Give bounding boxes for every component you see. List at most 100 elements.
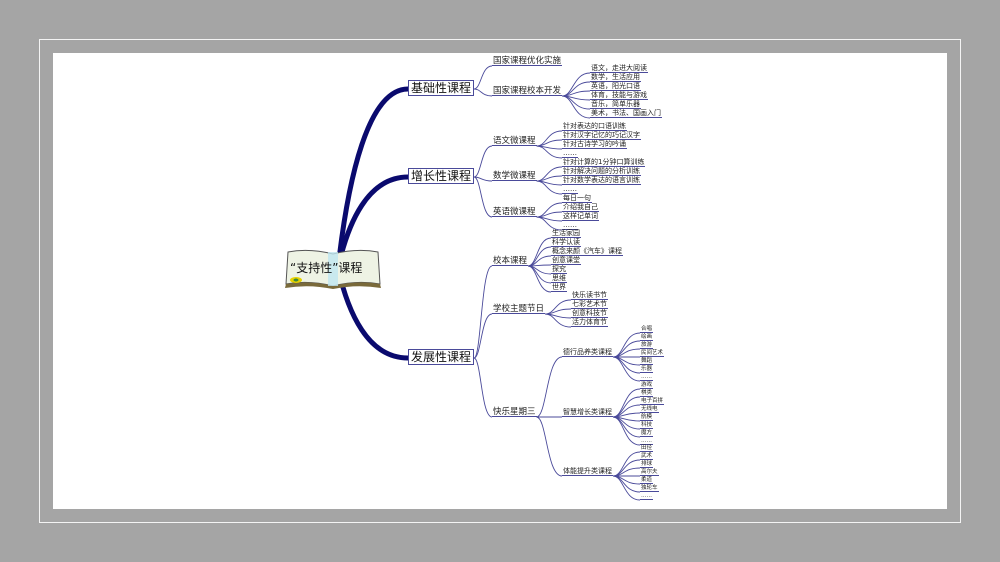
branch-connector [545, 308, 572, 315]
branch-connector [612, 451, 641, 477]
leaf-node[interactable]: 思维 [551, 274, 567, 283]
leaf-node[interactable]: 探究 [551, 265, 567, 274]
branch-connector [536, 202, 563, 218]
branch-connector [536, 145, 563, 159]
leaf-node[interactable]: 生活家园 [551, 229, 581, 238]
branch-connector [473, 357, 493, 418]
leaf-node[interactable]: 快乐读书节 [571, 291, 608, 300]
sub-branch-node[interactable]: 语文微课程 [492, 135, 537, 146]
leaf-node[interactable]: 科学认读 [551, 238, 581, 247]
leaf-node[interactable]: 合唱 [640, 325, 654, 333]
leaf-node[interactable]: 乐器 [640, 365, 654, 373]
leaf-node[interactable]: 德行品养类课程 [562, 348, 613, 357]
leaf-node[interactable]: 针对汉字记忆的巧记汉字 [562, 131, 641, 140]
sub-branch-node[interactable]: 英语微课程 [492, 206, 537, 217]
leaf-node[interactable]: 针对表达的口语训练 [562, 122, 627, 131]
leaf-node[interactable]: 音乐，简单乐器 [590, 100, 641, 109]
branch-connector [536, 356, 563, 418]
leaf-node[interactable]: …… [640, 373, 653, 381]
leaf-node[interactable]: 排球 [640, 460, 654, 468]
leaf-node[interactable]: 棋类 [640, 389, 654, 397]
main-branch-node[interactable]: 增长性课程 [408, 168, 475, 184]
branch-connector [536, 175, 563, 182]
leaf-node[interactable]: …… [562, 221, 578, 230]
branch-connector [536, 211, 563, 218]
leaf-node[interactable]: 针对古诗学习的吟诵 [562, 140, 627, 149]
branch-connector [561, 95, 591, 119]
leaf-node[interactable]: 旅游 [640, 341, 654, 349]
branch-connector [473, 145, 493, 178]
leaf-node[interactable]: 创意课堂 [551, 256, 581, 265]
sub-branch-node[interactable]: 国家课程优化实施 [492, 55, 563, 66]
leaf-node[interactable]: 柔道 [640, 476, 654, 484]
main-branch-connector [335, 86, 409, 269]
leaf-node[interactable]: 七彩艺术节 [571, 300, 608, 309]
branch-connector [474, 176, 493, 182]
branch-connector [527, 237, 552, 267]
sub-branch-node[interactable]: 国家课程校本开发 [492, 85, 563, 96]
branch-connector [561, 95, 591, 110]
slide-frame [39, 39, 961, 523]
branch-connector [473, 65, 493, 90]
leaf-node[interactable]: 针对计算的1分钟口算训练 [562, 158, 646, 167]
leaf-node[interactable]: 每日一句 [562, 194, 592, 203]
branch-connector [536, 416, 563, 477]
leaf-node[interactable]: …… [562, 185, 578, 194]
main-branch-node[interactable]: 基础性课程 [408, 80, 475, 96]
leaf-node[interactable]: 航模 [640, 413, 654, 421]
leaf-node[interactable]: 电子百拼 [640, 397, 665, 405]
leaf-node[interactable]: …… [640, 437, 653, 445]
leaf-node[interactable]: 这样记单词 [562, 212, 599, 221]
branch-connector [473, 313, 493, 359]
root-node-label[interactable]: “支持性”课程 [290, 261, 363, 275]
sub-branch-node[interactable]: 数学微课程 [492, 170, 537, 181]
branch-connector [536, 180, 563, 195]
leaf-node[interactable]: 英语，阳光口语 [590, 82, 641, 91]
branch-connector [562, 90, 591, 97]
leaf-node[interactable]: …… [640, 492, 653, 500]
leaf-node[interactable]: 田径 [640, 444, 654, 452]
branch-connector [612, 356, 641, 382]
leaf-node[interactable]: 创意科技节 [571, 309, 608, 318]
branch-connector [612, 332, 641, 358]
leaf-node[interactable]: 美术，书法、国画入门 [590, 109, 662, 118]
branch-connector [536, 216, 563, 231]
leaf-node[interactable]: 智慧增长类课程 [562, 408, 613, 417]
branch-connector [527, 265, 552, 293]
leaf-node[interactable]: 高尔夫 [640, 468, 659, 476]
leaf-node[interactable]: 无线电 [640, 405, 659, 413]
leaf-node[interactable]: 体育，技能与游戏 [590, 91, 648, 100]
branch-connector [473, 88, 493, 97]
leaf-node[interactable]: 语文，走进大阅读 [590, 64, 648, 73]
mindmap-canvas [53, 53, 947, 509]
leaf-node[interactable]: 民间艺术 [640, 349, 665, 357]
branch-connector [536, 130, 563, 147]
leaf-node[interactable]: …… [562, 149, 578, 158]
main-branch-node[interactable]: 发展性课程 [408, 349, 475, 365]
leaf-node[interactable]: 概念来颜《汽车》课程 [551, 247, 623, 256]
leaf-node[interactable]: 世界 [551, 283, 567, 292]
branch-connector [527, 265, 552, 284]
leaf-node[interactable]: 独轮车 [640, 484, 659, 492]
leaf-node[interactable]: 活力体育节 [571, 318, 608, 327]
sub-branch-node[interactable]: 学校主题节日 [492, 303, 546, 314]
leaf-node[interactable]: 针对解决问题的分析训练 [562, 167, 641, 176]
leaf-node[interactable]: 绘画 [640, 333, 654, 341]
leaf-node[interactable]: 武术 [640, 452, 654, 460]
leaf-node[interactable]: 舞蹈 [640, 357, 654, 365]
branch-connector [612, 475, 641, 501]
leaf-node[interactable]: 数学，生活应用 [590, 73, 641, 82]
branch-connector [544, 313, 572, 328]
sub-branch-node[interactable]: 校本课程 [492, 255, 529, 266]
leaf-node[interactable]: 体能提升类课程 [562, 467, 613, 476]
branch-connector [473, 176, 493, 218]
branch-connector [544, 299, 572, 315]
sub-branch-node[interactable]: 快乐星期三 [492, 406, 537, 417]
leaf-node[interactable]: 介绍我自己 [562, 203, 599, 212]
leaf-node[interactable]: 游戏 [640, 381, 654, 389]
leaf-node[interactable]: 针对数学表达的语言训练 [562, 176, 641, 185]
open-book-icon [285, 249, 381, 289]
leaf-node[interactable]: 科技 [640, 421, 654, 429]
leaf-node[interactable]: 魔方 [640, 429, 654, 437]
